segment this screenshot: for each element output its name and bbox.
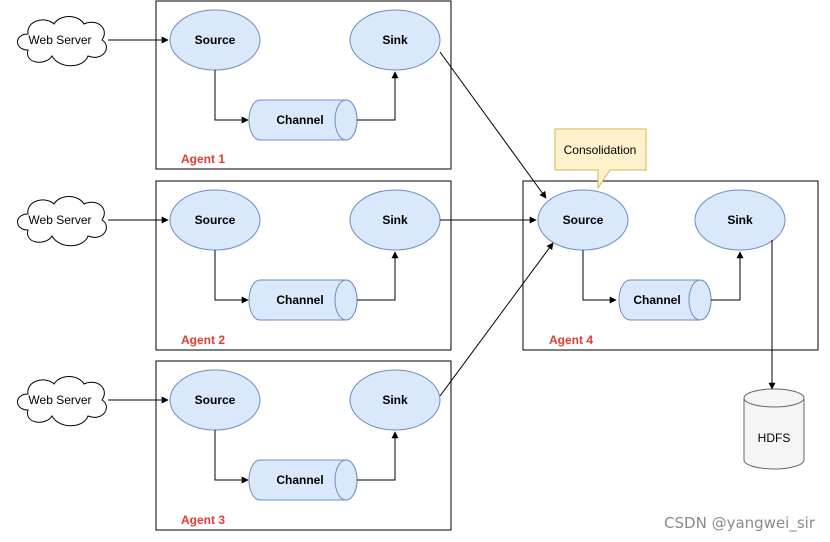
agent-3-channel-node bbox=[248, 459, 358, 501]
hdfs-storage-node: HDFS bbox=[743, 388, 805, 470]
agent-1-sink-label: Sink bbox=[382, 33, 408, 47]
edge-channel1-sink1 bbox=[357, 71, 399, 121]
agent-2-source-label: Source bbox=[195, 213, 236, 227]
edge-source4-channel4 bbox=[582, 250, 617, 304]
consolidation-label: Consolidation bbox=[564, 143, 637, 157]
agent-4-sink-node bbox=[694, 189, 786, 251]
web-server-1-label: Web Server bbox=[28, 33, 91, 47]
agent-1-channel-label: Channel bbox=[276, 113, 323, 127]
hdfs-label: HDFS bbox=[758, 431, 791, 445]
agent-2-channel-node bbox=[248, 279, 358, 321]
edge-channel2-sink2 bbox=[357, 251, 399, 301]
agent-3-source-label: Source bbox=[195, 393, 236, 407]
agent-2-group: Agent 2 Web Server Source Sink Channel bbox=[17, 180, 452, 351]
agent-4-label: Agent 4 bbox=[549, 333, 593, 347]
agent-2-label: Agent 2 bbox=[181, 333, 225, 347]
edge-source3-channel3 bbox=[214, 430, 249, 484]
agent-4-channel-node bbox=[618, 279, 712, 321]
consolidation-callout: Consolidation bbox=[554, 128, 647, 190]
edge-sink3-source4 bbox=[439, 242, 554, 397]
agent-1-label: Agent 1 bbox=[181, 152, 225, 166]
web-server-2-cloud: Web Server bbox=[17, 196, 107, 247]
watermark-text: CSDN @yangwei_sir bbox=[664, 514, 816, 533]
agent-4-sink-label: Sink bbox=[727, 213, 753, 227]
agent-1-channel-node bbox=[248, 99, 358, 141]
agent-3-label: Agent 3 bbox=[181, 513, 225, 527]
agent-4-source-label: Source bbox=[563, 213, 604, 227]
agent-1-sink-node bbox=[349, 9, 441, 71]
agent-3-sink-label: Sink bbox=[382, 393, 408, 407]
agent-4-group: Agent 4 Source Sink Channel bbox=[522, 180, 819, 351]
agent-2-sink-label: Sink bbox=[382, 213, 408, 227]
web-server-3-label: Web Server bbox=[28, 393, 91, 407]
agent-3-channel-label: Channel bbox=[276, 473, 323, 487]
agent-1-group: Agent 1 Web Server Source Sink Channel bbox=[17, 0, 452, 170]
web-server-3-cloud: Web Server bbox=[17, 376, 107, 427]
agent-1-source-label: Source bbox=[195, 33, 236, 47]
web-server-2-label: Web Server bbox=[28, 213, 91, 227]
edge-channel3-sink3 bbox=[357, 431, 399, 481]
edge-sink1-source4 bbox=[439, 51, 547, 199]
agent-2-channel-label: Channel bbox=[276, 293, 323, 307]
agent-3-group: Agent 3 Web Server Source Sink Channel bbox=[17, 360, 452, 531]
web-server-1-cloud: Web Server bbox=[17, 16, 107, 67]
edge-source2-channel2 bbox=[214, 250, 249, 304]
agent-4-channel-label: Channel bbox=[633, 293, 680, 307]
edge-source1-channel1 bbox=[214, 70, 249, 124]
agent-3-sink-node bbox=[349, 369, 441, 431]
edge-channel4-sink4 bbox=[711, 251, 744, 301]
